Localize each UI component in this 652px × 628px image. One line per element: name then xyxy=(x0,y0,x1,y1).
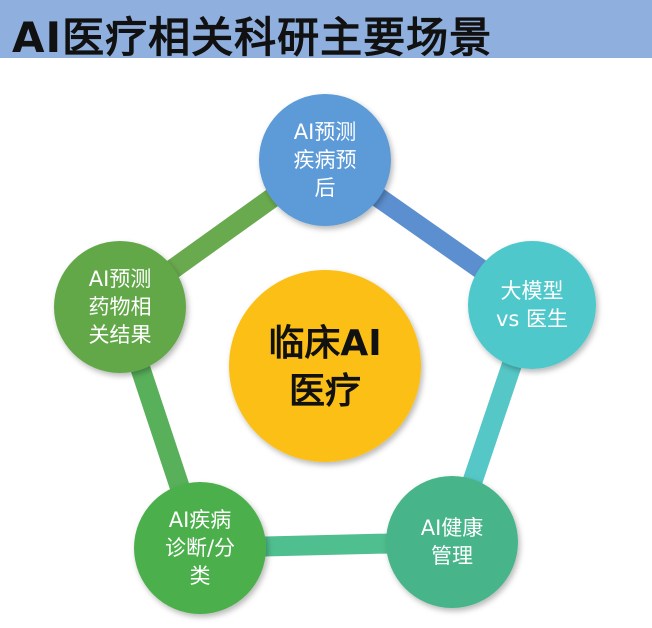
center-label-line: 临床AI xyxy=(268,323,381,364)
node-label-line: 药物相 xyxy=(89,295,152,319)
node-circle-llm-vs-doctor xyxy=(468,241,596,369)
node-label-line: AI预测 xyxy=(294,120,357,144)
node-llm-vs-doctor: 大模型 vs 医生 xyxy=(468,241,596,369)
node-circle-health-management xyxy=(386,476,518,608)
center-label-line: 医疗 xyxy=(289,371,361,412)
node-circle-drug-outcome xyxy=(54,241,186,373)
title-bar: AI医疗相关科研主要场景 xyxy=(0,0,652,62)
node-circle-diagnosis-classification xyxy=(134,482,266,614)
page-title: AI医疗相关科研主要场景 xyxy=(12,13,493,62)
node-label-line: AI健康 xyxy=(421,516,484,540)
node-label-line: 大模型 xyxy=(501,279,564,303)
node-label-line: 后 xyxy=(315,176,336,200)
node-circle-prognosis xyxy=(259,94,391,226)
node-label-line: 关结果 xyxy=(89,323,152,347)
center-circle xyxy=(229,270,421,462)
node-label-line: 类 xyxy=(190,564,211,588)
center-node: 临床AI 医疗 xyxy=(229,270,421,462)
node-label-line: vs 医生 xyxy=(496,307,568,331)
node-label-line: AI预测 xyxy=(89,267,152,291)
node-label-line: 疾病预 xyxy=(294,148,357,172)
node-label-line: 管理 xyxy=(431,544,473,568)
node-label-line: AI疾病 xyxy=(169,508,232,532)
node-label-line: 诊断/分 xyxy=(165,536,235,560)
